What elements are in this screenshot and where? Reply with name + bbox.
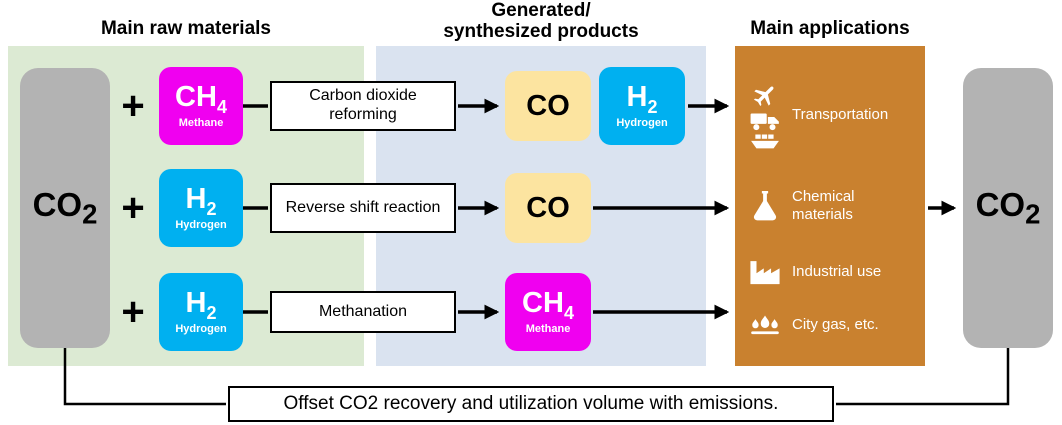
reaction-box-reverse-shift: Reverse shift reaction [270, 183, 456, 233]
hydrogen-product-box: H2 Hydrogen [599, 67, 685, 145]
methane-product-box: CH4 Methane [505, 273, 591, 351]
co-formula: CO [526, 89, 570, 122]
co2-emission-box: CO2 [963, 68, 1053, 348]
co2-source-box: CO2 [20, 68, 110, 348]
application-label: Transportation [792, 106, 889, 123]
plus-sign: + [121, 290, 145, 334]
plus-sign: + [121, 84, 145, 128]
products-header: Generated/ synthesized products [376, 0, 706, 43]
products-header-line1: Generated/ [491, 0, 591, 21]
co-product-box: CO [505, 71, 591, 141]
flask-icon [753, 191, 777, 221]
co2-formula: CO2 [32, 185, 98, 230]
application-label: Industrial use [792, 263, 882, 280]
application-label: City gas, etc. [792, 316, 879, 333]
products-header-line2: synthesized products [443, 21, 639, 43]
applications-header: Main applications [750, 18, 910, 39]
hydrogen-caption: Hydrogen [616, 117, 668, 130]
truck-icon [750, 113, 779, 130]
transportation-icons [742, 81, 788, 150]
methane-caption: Methane [525, 323, 571, 336]
application-city-gas: City gas, etc. [742, 300, 922, 350]
reaction-box-methanation: Methanation [270, 291, 456, 333]
city-gas-icons [742, 314, 788, 336]
hydrogen-caption: Hydrogen [175, 323, 227, 336]
hydrogen-formula: H2 [185, 182, 217, 219]
co-product-box: CO [505, 173, 591, 243]
methane-formula: CH4 [175, 80, 227, 117]
gas-flame-icon [751, 315, 779, 335]
offset-note-text: Offset CO2 recovery and utilization volu… [283, 393, 779, 414]
co-formula: CO [526, 191, 570, 224]
co2-formula: CO2 [975, 185, 1041, 230]
industrial-icons [742, 258, 788, 286]
application-industrial-use: Industrial use [742, 248, 922, 296]
hydrogen-reactant-box: H2 Hydrogen [159, 273, 243, 351]
application-chemical-materials: Chemical materials [742, 178, 922, 234]
plus-sign: + [121, 186, 145, 230]
offset-note-box: Offset CO2 recovery and utilization volu… [228, 386, 834, 422]
methane-formula: CH4 [522, 286, 574, 323]
hydrogen-reactant-box: H2 Hydrogen [159, 169, 243, 247]
hydrogen-formula: H2 [185, 286, 217, 323]
cargo-ship-icon [751, 134, 779, 148]
methane-caption: Methane [178, 117, 224, 130]
hydrogen-formula: H2 [626, 80, 658, 117]
application-label: Chemical materials [792, 188, 855, 223]
hydrogen-caption: Hydrogen [175, 219, 227, 232]
raw-materials-header: Main raw materials [100, 18, 272, 39]
methane-reactant-box: CH4 Methane [159, 67, 243, 145]
chemical-icons [742, 189, 788, 223]
reaction-box-carbon-dioxide-reforming: Carbon dioxide reforming [270, 81, 456, 131]
factory-icon [750, 261, 780, 285]
airplane-icon [753, 86, 773, 106]
application-transportation: Transportation [742, 66, 922, 164]
